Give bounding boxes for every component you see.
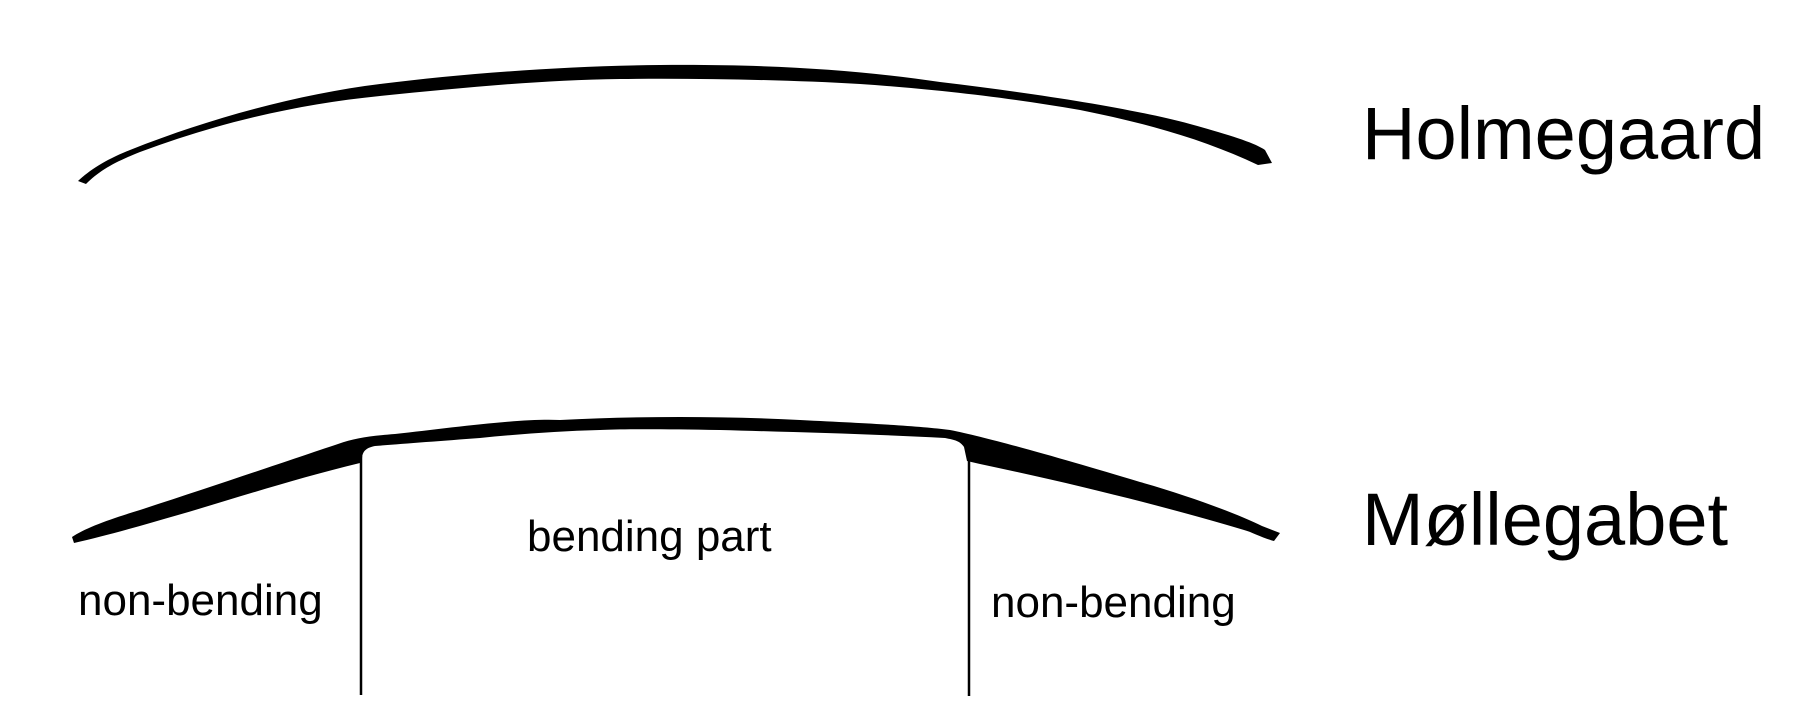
mollegabet-bow-shape: [72, 417, 1280, 543]
holmegaard-label: Holmegaard: [1362, 92, 1766, 175]
left-non-bending-label: non-bending: [78, 576, 323, 625]
holmegaard-bow-shape: [78, 64, 1272, 184]
mollegabet-label: Møllegabet: [1362, 478, 1729, 561]
bending-part-label: bending part: [527, 512, 772, 561]
right-non-bending-label: non-bending: [991, 578, 1236, 627]
